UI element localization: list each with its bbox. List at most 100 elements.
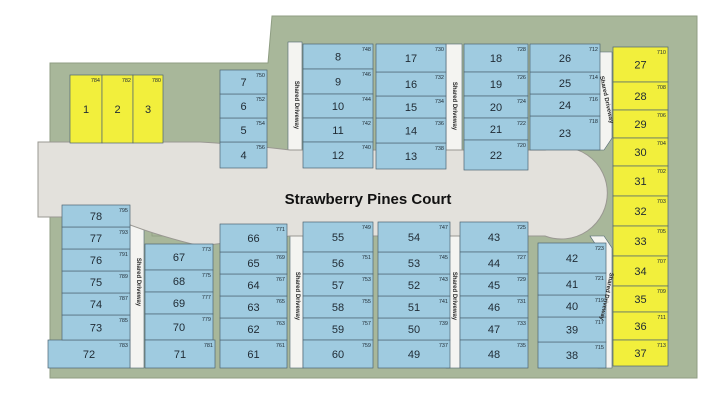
lot-address: 751	[362, 255, 371, 261]
lot-number: 69	[173, 298, 185, 310]
lot-number: 40	[566, 301, 578, 313]
lot-address: 756	[256, 145, 265, 151]
lot-60-parcel	[302, 339, 374, 369]
lot-number: 29	[634, 119, 646, 131]
lot-48-parcel	[459, 339, 529, 369]
lot-number: 35	[634, 294, 646, 306]
lot-1-parcel	[69, 74, 103, 144]
lot-number: 12	[332, 150, 344, 162]
lot-address: 750	[256, 73, 265, 79]
lot-38-parcel	[537, 341, 607, 369]
lot-address: 744	[362, 97, 371, 103]
lot-address: 740	[362, 145, 371, 151]
lot-address: 743	[439, 277, 448, 283]
lot-27-parcel	[612, 46, 669, 83]
lot-number: 44	[488, 258, 500, 270]
lot-29-parcel	[612, 109, 669, 139]
lot-address: 702	[657, 169, 666, 175]
lot-number: 32	[634, 206, 646, 218]
lot-12[interactable]: 12 740	[302, 141, 374, 169]
lot-7-parcel	[219, 69, 268, 95]
lot-9-parcel	[302, 68, 374, 95]
